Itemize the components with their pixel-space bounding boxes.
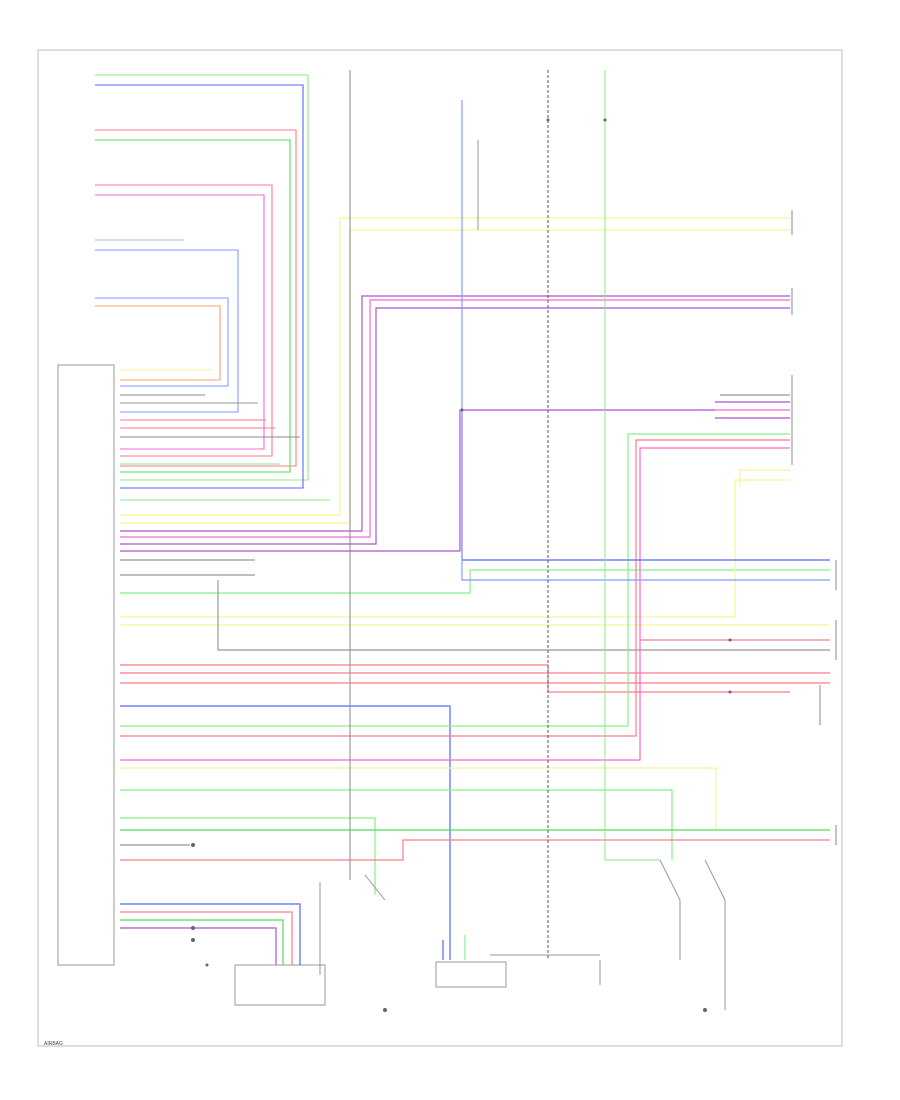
bottom-wires <box>120 903 466 965</box>
top-power-feeds <box>349 70 660 960</box>
bottom-components <box>234 859 726 1010</box>
right-connector-wires <box>461 100 830 641</box>
module-horizontal-wires <box>120 217 830 960</box>
component-symbols <box>191 118 732 1012</box>
airbag-control-module-box <box>57 364 115 966</box>
top-left-harness <box>95 74 330 501</box>
diagram-border <box>37 49 843 1047</box>
right-connector-brackets <box>791 210 837 845</box>
page-code: AIRBAG <box>44 1041 63 1047</box>
